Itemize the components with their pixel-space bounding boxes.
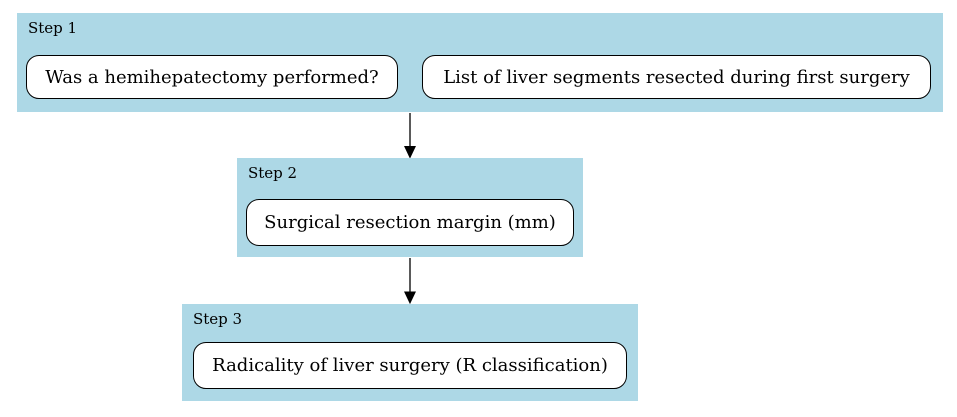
node-liver-segments-resected: List of liver segments resected during f… [422,55,931,99]
step-1-label: Step 1 [28,19,78,37]
step-1-group: Step 1 Was a hemihepatectomy performed? … [17,13,943,112]
node-hemihepatectomy-question: Was a hemihepatectomy performed? [26,55,398,99]
node-radicality-classification: Radicality of liver surgery (R classific… [193,342,627,389]
arrow-step1-to-step2-icon [404,113,416,159]
step-3-group: Step 3 Radicality of liver surgery (R cl… [182,304,638,401]
step-2-label: Step 2 [248,164,298,182]
step-3-label: Step 3 [193,310,243,328]
step-2-group: Step 2 Surgical resection margin (mm) [237,158,583,257]
arrow-step2-to-step3-icon [404,258,416,305]
node-surgical-resection-margin: Surgical resection margin (mm) [246,199,574,246]
